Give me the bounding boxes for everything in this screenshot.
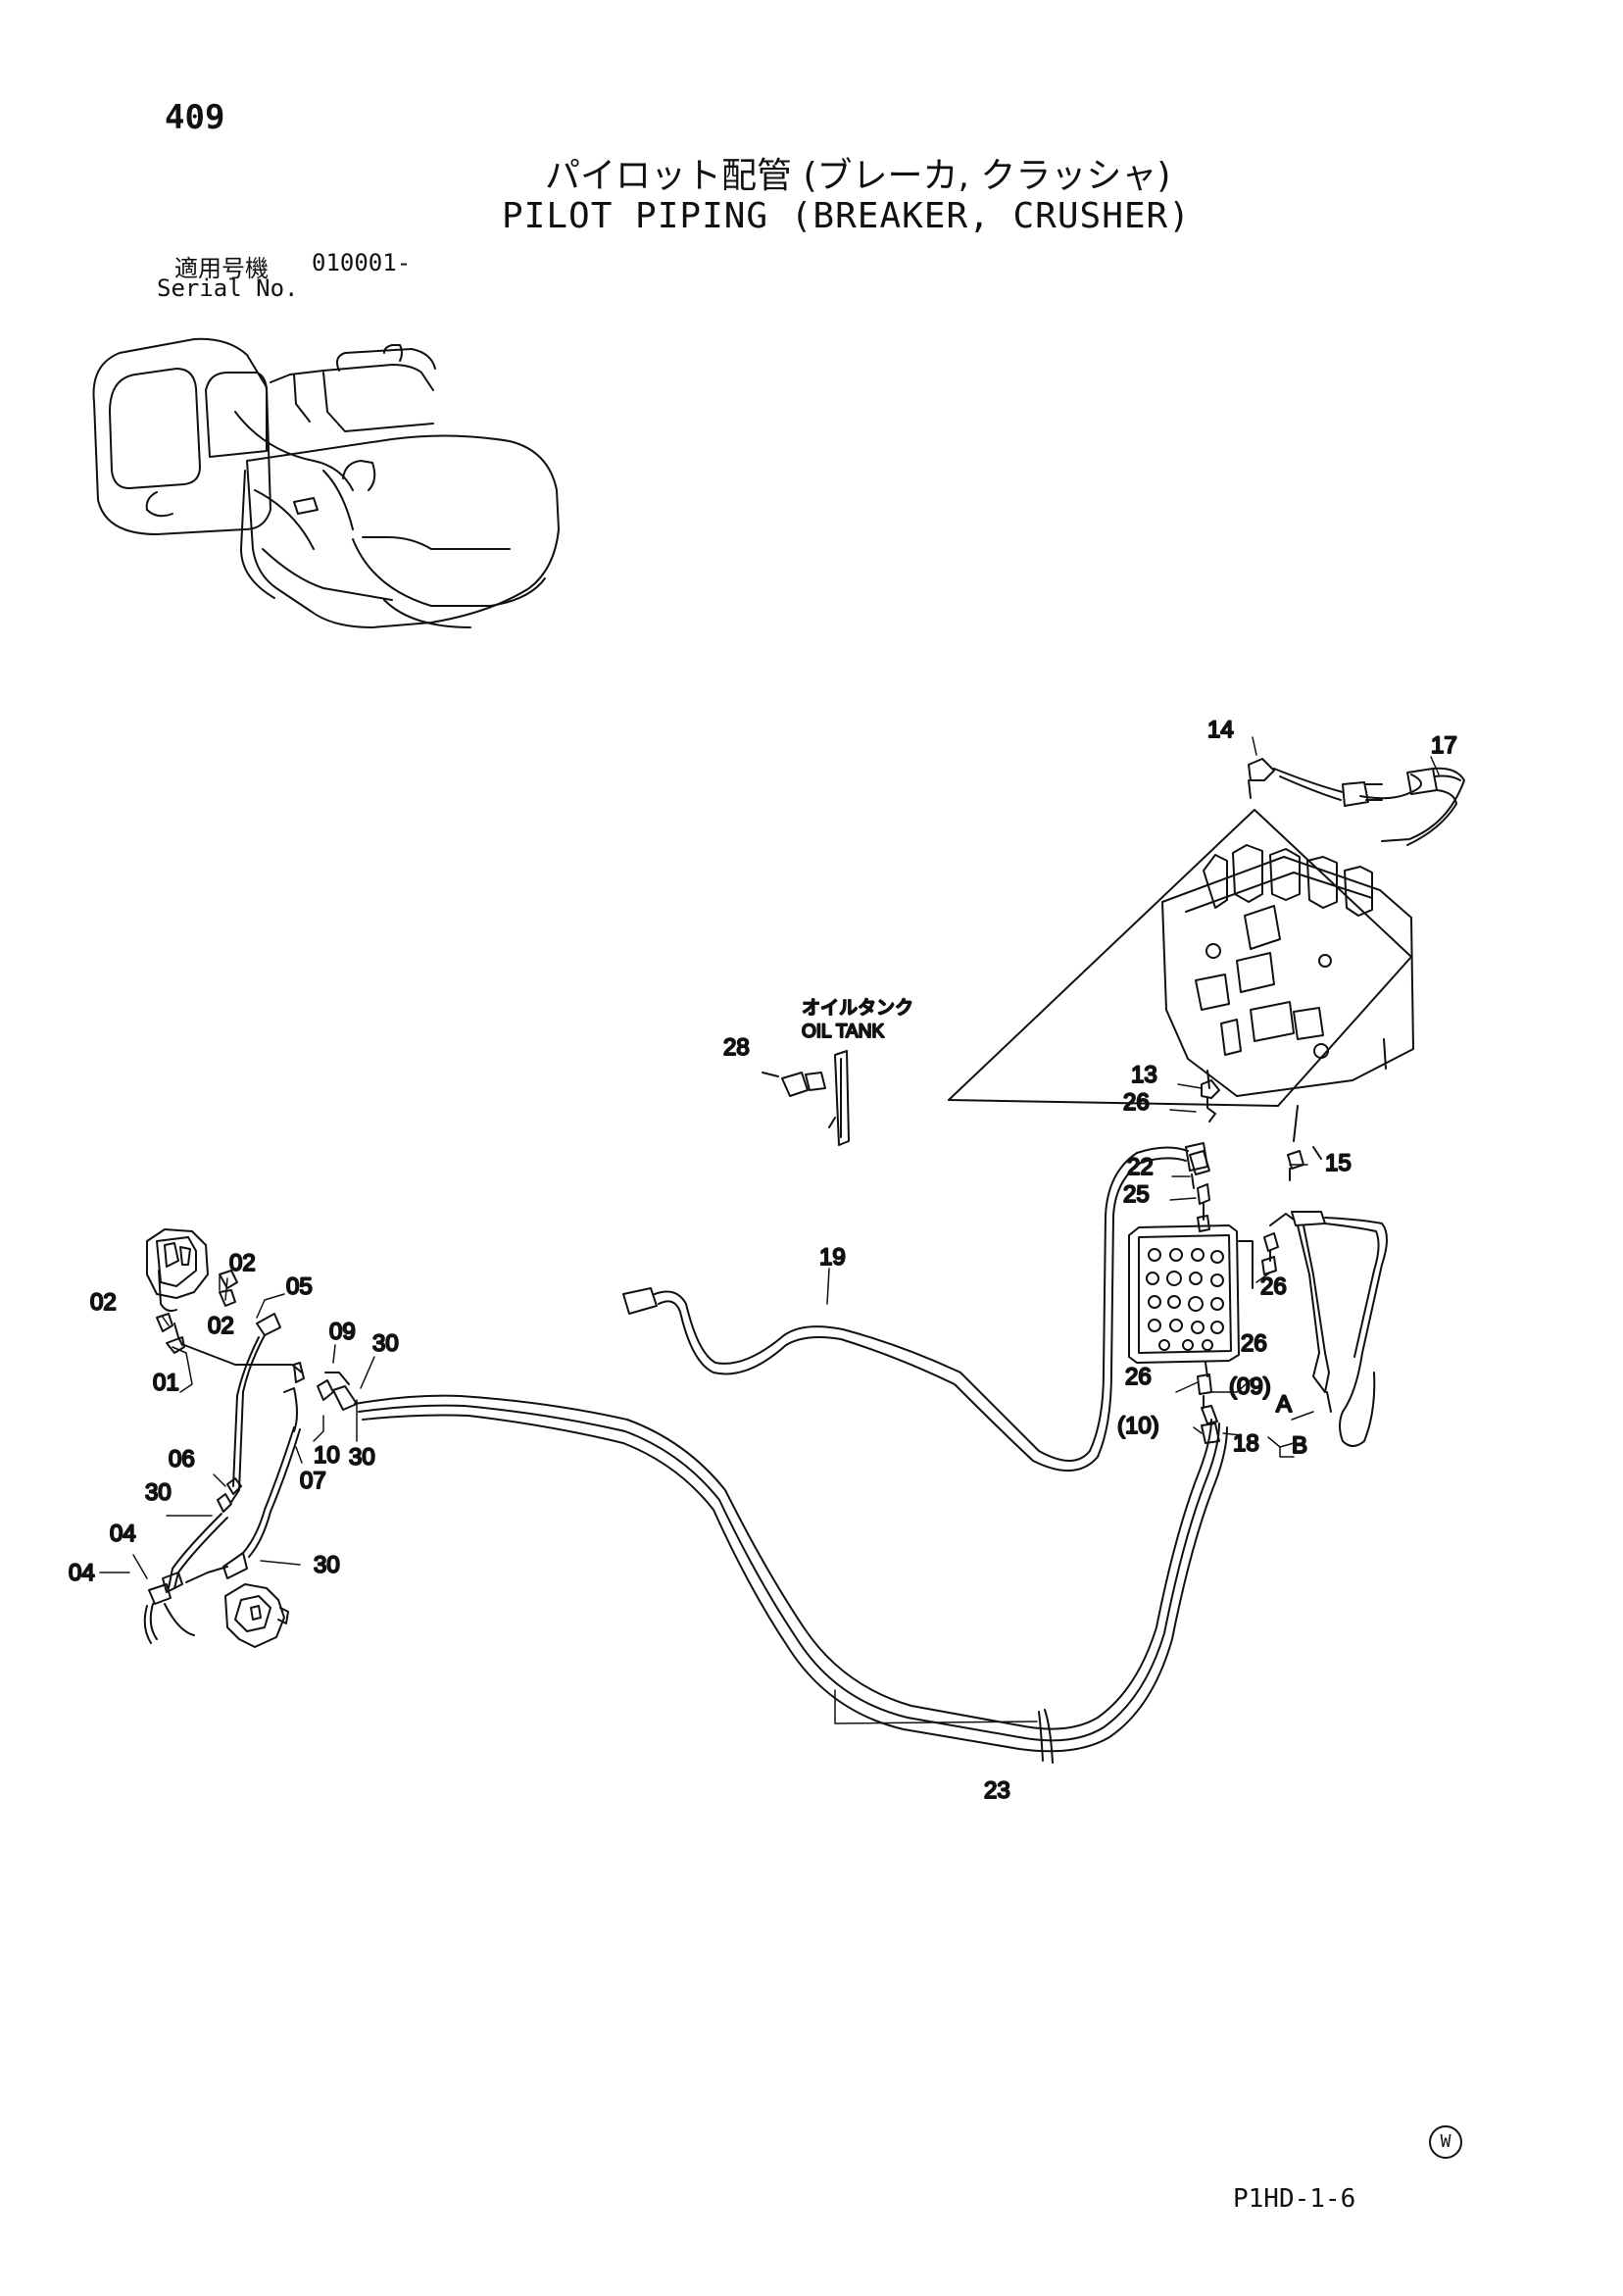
callout-25: 25 bbox=[1123, 1181, 1150, 1208]
callout-26: 26 bbox=[1123, 1089, 1150, 1116]
document-code: P1HD-1-6 bbox=[1233, 2184, 1356, 2214]
callout-30: 30 bbox=[145, 1479, 172, 1506]
callout-26: 26 bbox=[1241, 1330, 1267, 1357]
solenoid-manifold bbox=[1128, 1150, 1279, 1444]
callout-02: 02 bbox=[229, 1250, 256, 1276]
oil-tank-note-english: OIL TANK bbox=[802, 1022, 884, 1042]
oil-tank-note-japanese: オイルタンク bbox=[802, 997, 913, 1019]
excavator-overview-illustration bbox=[92, 337, 560, 628]
callout-26: 26 bbox=[1125, 1364, 1152, 1390]
title-japanese: パイロット配管 (ブレーカ, クラッシャ) bbox=[545, 156, 1171, 196]
callout-10-ref: (10) bbox=[1117, 1413, 1159, 1439]
callout-17: 17 bbox=[1431, 732, 1457, 759]
callout-10: 10 bbox=[314, 1442, 340, 1469]
callout-22: 22 bbox=[1127, 1154, 1154, 1180]
callout-30: 30 bbox=[314, 1552, 340, 1578]
serial-label-english: Serial No. bbox=[157, 275, 299, 302]
callout-18: 18 bbox=[1233, 1430, 1259, 1457]
callout-01: 01 bbox=[153, 1370, 179, 1396]
callout-23: 23 bbox=[984, 1777, 1010, 1804]
port-label-b: B bbox=[1292, 1432, 1307, 1459]
port-label-a: A bbox=[1276, 1391, 1292, 1418]
page-number: 409 bbox=[165, 98, 225, 137]
callout-14: 14 bbox=[1207, 717, 1234, 743]
callout-15: 15 bbox=[1325, 1150, 1352, 1176]
callout-09-ref: (09) bbox=[1229, 1373, 1271, 1400]
callout-09: 09 bbox=[329, 1319, 356, 1345]
oil-tank-fitting bbox=[762, 1050, 850, 1146]
callout-05: 05 bbox=[286, 1273, 313, 1300]
callout-19: 19 bbox=[819, 1244, 846, 1271]
callout-28: 28 bbox=[723, 1034, 750, 1061]
serial-number-value: 010001- bbox=[312, 249, 412, 276]
callout-30: 30 bbox=[372, 1330, 399, 1357]
callout-02: 02 bbox=[90, 1289, 117, 1316]
hose-bundle bbox=[354, 1394, 1228, 1764]
serial-label-japanese: 適用号機 bbox=[174, 255, 269, 282]
copyright-mark: W bbox=[1429, 2125, 1462, 2159]
title-english: PILOT PIPING (BREAKER, CRUSHER) bbox=[502, 196, 1191, 236]
callout-30: 30 bbox=[349, 1444, 375, 1471]
hose-18 bbox=[1269, 1211, 1388, 1447]
callout-04: 04 bbox=[110, 1521, 136, 1547]
control-valve bbox=[948, 809, 1414, 1107]
pilot-valve-assembly bbox=[143, 1228, 358, 1648]
callout-13: 13 bbox=[1131, 1062, 1157, 1088]
leader-lines bbox=[99, 736, 1440, 1724]
callout-07: 07 bbox=[300, 1468, 326, 1494]
callout-02: 02 bbox=[208, 1313, 234, 1339]
callout-06: 06 bbox=[169, 1446, 195, 1472]
callout-04: 04 bbox=[69, 1560, 95, 1586]
callout-26: 26 bbox=[1260, 1273, 1287, 1300]
